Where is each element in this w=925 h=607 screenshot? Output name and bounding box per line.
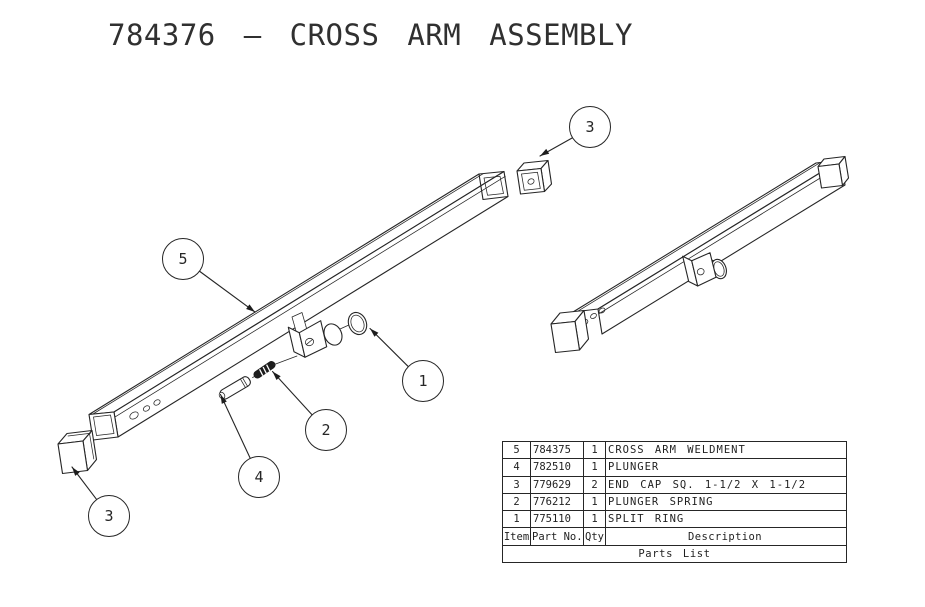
parts-list-table: 5 784375 1 CROSS ARM WELDMENT 4 782510 1… <box>502 441 847 563</box>
callout-balloon-2: 2 <box>305 409 347 451</box>
cell-description: PLUNGER SPRING <box>608 495 714 508</box>
table-row: 3 779629 2 END CAP SQ. 1-1/2 X 1-1/2 <box>503 475 846 493</box>
assembled-bracket <box>682 252 727 287</box>
cell-qty: 1 <box>584 442 606 459</box>
assembled-view <box>550 155 850 354</box>
assembled-cap-top <box>817 155 850 189</box>
cell-qty: 2 <box>584 476 606 493</box>
cell-item: 3 <box>503 476 531 493</box>
callout-balloon-3-top: 3 <box>569 106 611 148</box>
drawing-title: 784376 — CROSS ARM ASSEMBLY <box>108 18 633 52</box>
header-qty: Qty <box>584 528 606 545</box>
plunger-pin <box>218 376 251 400</box>
callout-label: 4 <box>254 468 264 486</box>
table-row: 4 782510 1 PLUNGER <box>503 458 846 476</box>
table-caption-row: Parts List <box>503 544 846 562</box>
cell-part-no: 775110 <box>531 511 584 528</box>
end-cap-top <box>516 159 553 195</box>
cell-description: SPLIT RING <box>608 513 685 526</box>
cell-description: END CAP SQ. 1-1/2 X 1-1/2 <box>608 478 807 491</box>
header-part-no: Part No. <box>531 528 584 545</box>
callout-balloon-1: 1 <box>402 360 444 402</box>
table-row: 2 776212 1 PLUNGER SPRING <box>503 492 846 511</box>
split-ring <box>347 311 368 336</box>
table-row: 5 784375 1 CROSS ARM WELDMENT <box>503 442 846 459</box>
cell-part-no: 776212 <box>531 493 584 511</box>
exploded-view <box>57 159 553 475</box>
callout-label: 3 <box>585 118 595 136</box>
cell-item: 4 <box>503 459 531 476</box>
cell-item: 2 <box>503 493 531 511</box>
callout-label: 5 <box>178 250 188 268</box>
header-description: Description <box>688 530 762 543</box>
table-row: 1 775110 1 SPLIT RING <box>503 510 846 528</box>
assembled-cap-bottom <box>550 309 590 354</box>
callout-balloon-4: 4 <box>238 456 280 498</box>
assembled-tube <box>572 159 846 335</box>
callout-balloon-3-bottom: 3 <box>88 495 130 537</box>
cell-description: CROSS ARM WELDMENT <box>608 444 746 457</box>
header-item: Item <box>503 528 531 545</box>
cell-part-no: 782510 <box>531 459 584 476</box>
cell-qty: 1 <box>584 459 606 476</box>
callout-label: 2 <box>321 421 331 439</box>
end-cap-bottom <box>57 429 98 475</box>
callout-label: 3 <box>104 507 114 525</box>
cell-part-no: 779629 <box>531 476 584 493</box>
cell-item: 5 <box>503 442 531 459</box>
callout-balloon-5: 5 <box>162 238 204 280</box>
axis-line <box>272 355 298 366</box>
axis-line <box>252 374 258 378</box>
cell-qty: 1 <box>584 493 606 511</box>
callout-label: 1 <box>418 372 428 390</box>
cross-arm-tube <box>88 170 509 441</box>
cell-part-no: 784375 <box>531 442 584 459</box>
leader-lines <box>71 137 573 500</box>
plunger-spring <box>253 361 276 379</box>
plunger-bracket <box>287 312 351 358</box>
cell-item: 1 <box>503 511 531 528</box>
cell-description: PLUNGER <box>608 461 660 474</box>
cell-qty: 1 <box>584 511 606 528</box>
table-caption: Parts List <box>638 547 711 560</box>
table-header-row: Item Part No. Qty Description <box>503 527 846 545</box>
